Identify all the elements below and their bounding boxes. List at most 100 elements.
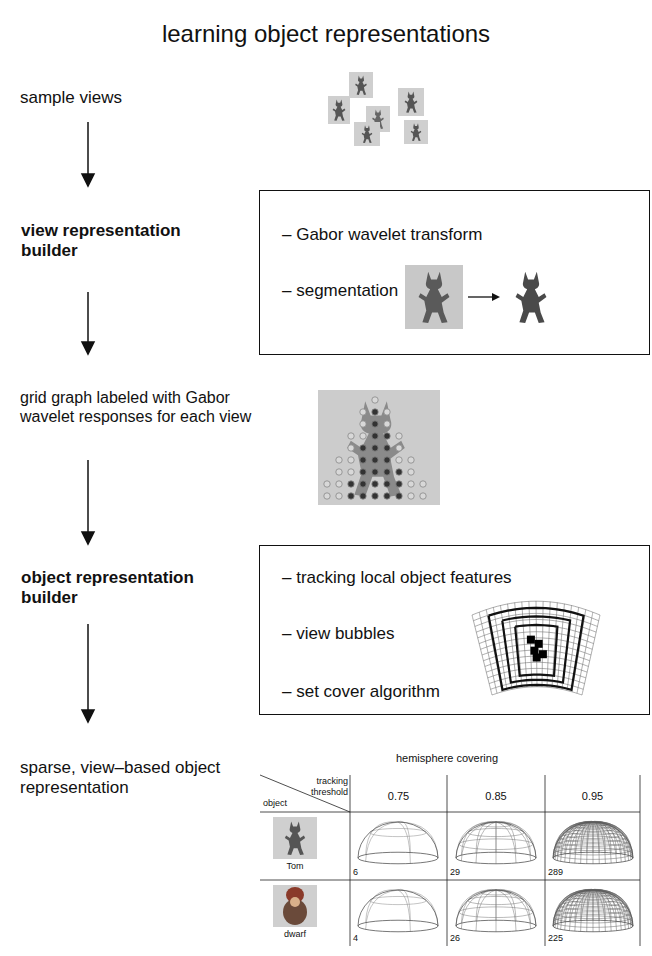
graph-node <box>408 469 414 475</box>
graph-node <box>324 493 330 499</box>
arrow-head <box>82 532 94 544</box>
hemisphere <box>456 821 536 864</box>
meridian <box>496 890 531 929</box>
flow-arrow <box>87 460 89 534</box>
graph-node <box>396 445 402 451</box>
graph-node <box>360 421 366 427</box>
builder-box: object representation builder– tracking … <box>259 545 650 715</box>
view-bubble <box>489 608 584 690</box>
meridian <box>398 890 410 931</box>
view-sample <box>527 636 535 644</box>
builder-box: view representation builder– Gabor wavel… <box>259 190 650 355</box>
graph-node <box>372 481 378 487</box>
table-header: object <box>263 798 323 809</box>
thumbnail <box>328 96 350 124</box>
graph-node <box>360 469 366 475</box>
step-text: – tracking local object features <box>282 568 512 588</box>
meridian <box>593 821 594 852</box>
arrow-head <box>82 710 94 722</box>
graph-node <box>360 493 366 499</box>
graph-node <box>408 481 414 487</box>
meridian <box>593 889 599 920</box>
figure <box>355 75 367 94</box>
graph-node <box>396 433 402 439</box>
object-name: Tom <box>262 861 328 872</box>
parallel <box>560 833 626 842</box>
meridian <box>366 822 398 855</box>
table-header: tracking threshold <box>290 776 348 798</box>
meridian <box>587 890 593 932</box>
table-rule <box>447 775 448 946</box>
meridian <box>593 890 599 932</box>
graph-node <box>384 457 390 463</box>
hemisphere <box>358 889 438 931</box>
meridian <box>496 822 516 863</box>
graph-node <box>384 433 390 439</box>
parallel <box>459 907 533 918</box>
parallel <box>556 908 631 919</box>
parallel <box>570 825 615 832</box>
table-title: hemisphere covering <box>362 752 532 765</box>
graph-node <box>420 493 426 499</box>
dwarf-face <box>290 897 300 907</box>
meridian <box>398 889 410 920</box>
graph-node <box>348 493 354 499</box>
view-count: 225 <box>548 933 588 944</box>
view-count: 26 <box>450 933 490 944</box>
view-sample <box>530 647 538 655</box>
threshold-header: 0.85 <box>447 790 545 803</box>
thumbnail <box>349 72 373 98</box>
graph-node <box>372 469 378 475</box>
table-rule <box>260 812 640 813</box>
flow-arrow <box>87 624 89 712</box>
sphere-grid <box>472 615 492 695</box>
hemisphere-coverings <box>358 821 633 932</box>
table-grid <box>260 775 640 946</box>
stage-label: sample views <box>20 88 220 108</box>
parallel <box>566 895 619 903</box>
hemisphere <box>553 889 633 932</box>
step-text: – segmentation <box>282 281 398 301</box>
graph-node <box>372 433 378 439</box>
segmentation-arrow <box>468 296 494 297</box>
sample-views-image <box>328 72 428 146</box>
stage-heading: object representation builder <box>21 568 221 609</box>
segmentation-image <box>405 265 546 329</box>
figure <box>285 822 305 856</box>
thumbnail <box>404 120 428 144</box>
step-text: – set cover algorithm <box>282 682 440 702</box>
graph-node <box>360 433 366 439</box>
parallel <box>566 827 619 835</box>
arrow-head <box>82 342 94 354</box>
meridian <box>593 821 599 852</box>
view-bubbles-image <box>472 601 600 695</box>
dome-base <box>553 920 633 932</box>
object-image <box>273 885 317 927</box>
graph-node <box>336 493 342 499</box>
meridian <box>366 822 398 861</box>
view-image <box>318 390 440 505</box>
parallel <box>468 896 525 904</box>
hemisphere <box>358 821 438 863</box>
meridian <box>476 822 496 863</box>
meridian <box>593 822 594 864</box>
table-rule <box>545 775 546 946</box>
meridian <box>398 821 410 852</box>
graph-node <box>408 457 414 463</box>
graph-node <box>372 457 378 463</box>
graph-node <box>372 421 378 427</box>
diagram-title: learning object representations <box>0 20 652 49</box>
dome-base <box>456 852 536 864</box>
graph-node <box>336 469 342 475</box>
dome-base <box>553 852 633 864</box>
step-text: – Gabor wavelet transform <box>282 225 482 245</box>
view-sample <box>535 640 543 648</box>
graph-node <box>324 481 330 487</box>
meridian <box>496 821 516 853</box>
graph-node <box>384 493 390 499</box>
hemisphere <box>456 889 536 932</box>
meridian <box>496 890 516 931</box>
view-count: 4 <box>353 933 393 944</box>
stage-label: sparse, view–based object representation <box>20 758 225 799</box>
